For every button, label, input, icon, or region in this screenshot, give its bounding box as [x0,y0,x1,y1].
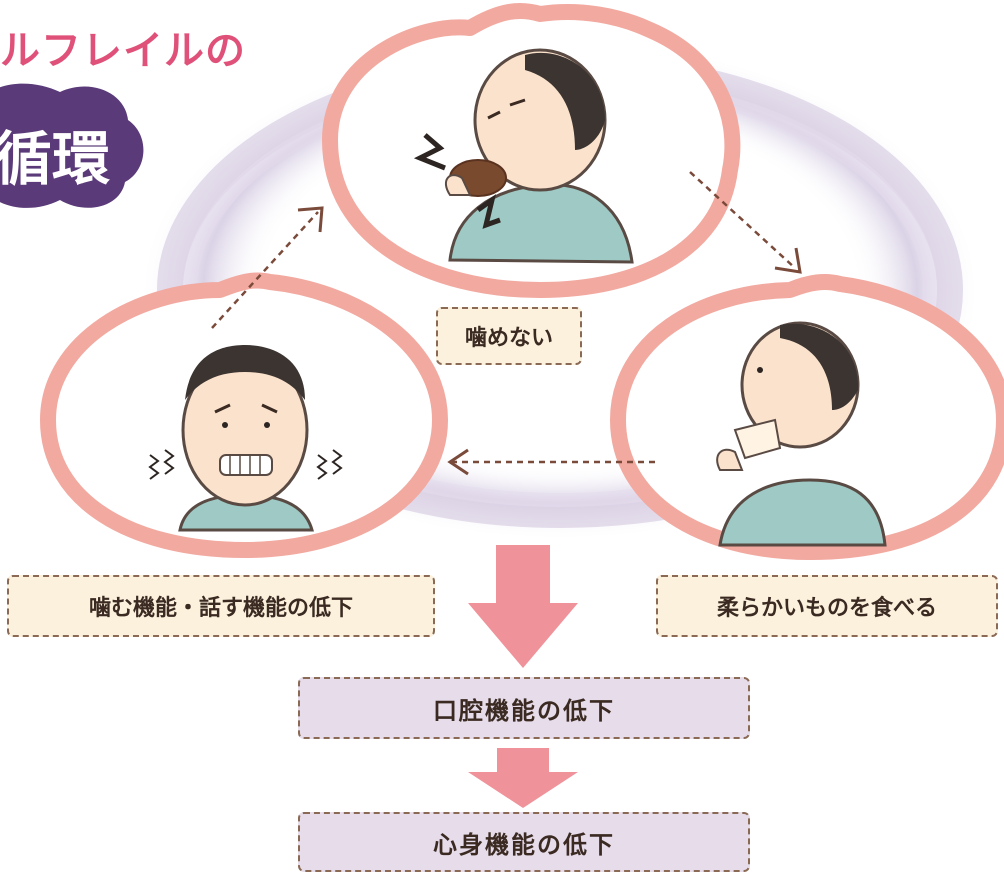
cycle-arrows [211,171,796,464]
down-arrow-1 [468,545,578,668]
down-arrow-2 [468,748,578,808]
title-line-2: 循環 [0,125,111,193]
arrow-left-to-top [211,211,319,329]
man-cannot-chew-illustration [413,48,634,264]
box-oral-function-decline: 口腔機能の低下 [298,677,750,739]
label-eat-soft-food: 柔らかいものを食べる [656,575,998,637]
label-cannot-chew: 噛めない [436,307,582,365]
cycle-arrowheads [297,206,802,476]
box-mind-body-decline: 心身機能の低下 [298,812,750,872]
man-reduced-function-illustration [148,345,343,532]
arrow-top-to-right [689,171,796,269]
title-blob [0,83,144,208]
label-reduced-chew-speech: 噛む機能・話す機能の低下 [7,575,435,637]
title-line-1: ルフレイルの [0,28,246,74]
man-soft-food-illustration [716,321,887,547]
